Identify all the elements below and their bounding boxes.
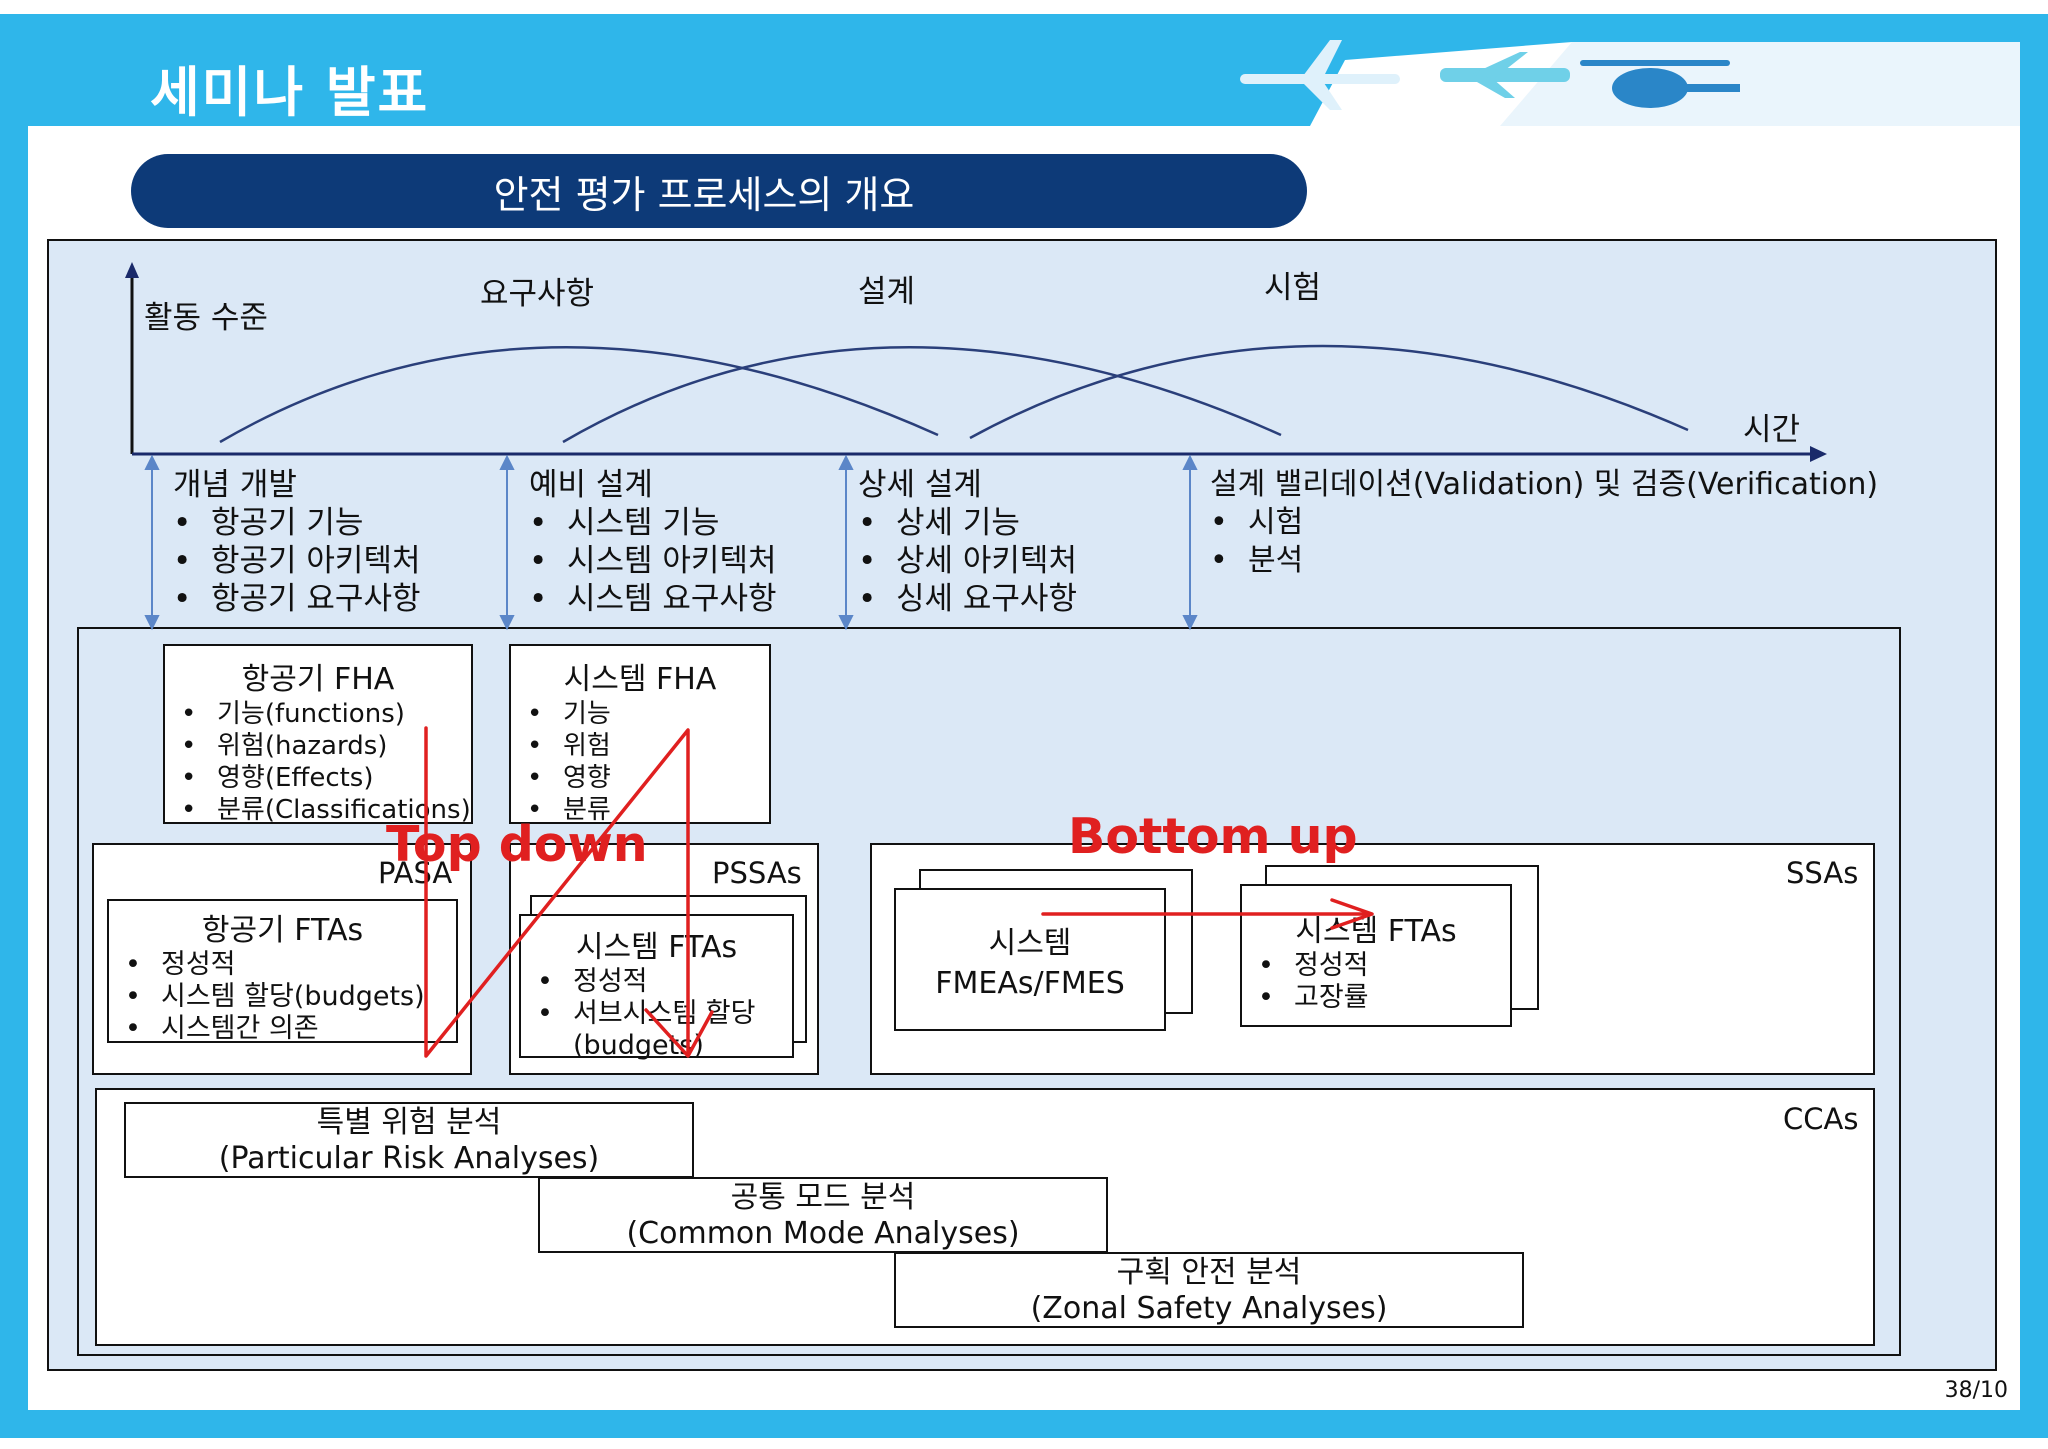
bottom-up-annotation: Bottom up bbox=[1068, 808, 1358, 865]
pssas-label: PSSAs bbox=[712, 856, 802, 890]
curve-test bbox=[969, 344, 1689, 440]
system-fha-box: 시스템 FHA 기능 위험 영향 분류 bbox=[509, 644, 771, 826]
airplane-icon bbox=[1440, 52, 1570, 98]
ssas-label: SSAs bbox=[1786, 856, 1859, 890]
system-fmea-box: 시스템 FMEAs/FMES bbox=[894, 888, 1166, 1031]
top-down-arrow bbox=[424, 726, 690, 1058]
system-fta-box-pssa: 시스템 FTAs 정성적 서브시스템 할당 (budgets) bbox=[519, 914, 794, 1061]
phase-arrows bbox=[144, 454, 1198, 631]
pssa-budgets: (budgets) bbox=[573, 1030, 704, 1061]
phase-concept: 개념 개발 항공기 기능 항공기 아키텍처 항공기 요구사항 bbox=[173, 466, 421, 618]
top-down-annotation: Top down bbox=[386, 816, 648, 873]
x-axis-label: 시간 bbox=[1743, 412, 1801, 448]
curve-label-design: 설계 bbox=[858, 274, 916, 310]
helicopter-icon bbox=[1580, 60, 1740, 108]
pasa-label: PASA bbox=[378, 856, 453, 890]
curve-design bbox=[562, 346, 1282, 444]
common-mode-box: 공통 모드 분석 (Common Mode Analyses) bbox=[538, 1177, 1108, 1253]
aircraft-fha-box: 항공기 FHA 기능(functions) 위험(hazards) 영향(Eff… bbox=[163, 644, 473, 826]
phase-validation: 설계 밸리데이션(Validation) 및 검증(Verification) … bbox=[1210, 466, 1878, 580]
section-heading: 안전 평가 프로세스의 개요 bbox=[131, 154, 1307, 228]
curve-label-test: 시험 bbox=[1264, 270, 1322, 306]
phase-detailed: 상세 설계 상세 기능 상세 아키텍처 싱세 요구사항 bbox=[858, 466, 1077, 618]
activity-curves bbox=[219, 344, 1689, 444]
phase-preliminary: 예비 설계 시스템 기능 시스템 아키텍처 시스템 요구사항 bbox=[529, 466, 777, 618]
particular-risk-box: 특별 위험 분석 (Particular Risk Analyses) bbox=[124, 1102, 694, 1178]
curve-label-requirements: 요구사항 bbox=[480, 276, 595, 312]
system-fta-box-ssa: 시스템 FTAs 정성적 고장률 bbox=[1240, 884, 1512, 1027]
aircraft-fta-box: 항공기 FTAs 정성적 시스템 할당(budgets) 시스템간 의존 bbox=[107, 899, 458, 1045]
y-axis-label: 활동 수준 bbox=[144, 300, 268, 336]
zonal-safety-box: 구획 안전 분석 (Zonal Safety Analyses) bbox=[894, 1252, 1524, 1328]
page-title: 세미나 발표 bbox=[150, 61, 430, 124]
page-number: 38/10 bbox=[1944, 1378, 2008, 1403]
ccas-label: CCAs bbox=[1783, 1102, 1859, 1136]
airplane-icon bbox=[1240, 40, 1400, 110]
curve-requirements bbox=[219, 346, 939, 444]
